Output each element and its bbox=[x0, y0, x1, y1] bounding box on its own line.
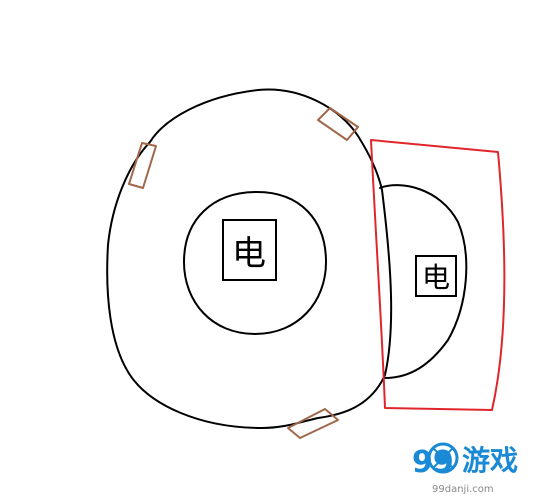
side-battery-box bbox=[415, 255, 457, 297]
highlight-frame bbox=[370, 139, 506, 411]
watermark-logo: 99 游戏 99danji.com bbox=[412, 442, 518, 495]
inner-ring bbox=[182, 190, 328, 336]
main-battery-box bbox=[222, 219, 277, 281]
main-battery-label: 电 bbox=[232, 234, 266, 274]
main-body-outline bbox=[106, 88, 393, 429]
watermark-number: 99 bbox=[412, 445, 454, 480]
tape-strip-left bbox=[128, 142, 157, 189]
watermark-url: 99danji.com bbox=[432, 484, 494, 495]
watermark-name: 游戏 bbox=[462, 444, 518, 477]
side-battery-label: 电 bbox=[422, 261, 450, 294]
tape-strip-top-right bbox=[317, 107, 359, 141]
side-lobe-outline bbox=[379, 184, 468, 379]
tape-strip-bottom bbox=[287, 408, 339, 439]
gamepad-icon bbox=[427, 442, 459, 474]
